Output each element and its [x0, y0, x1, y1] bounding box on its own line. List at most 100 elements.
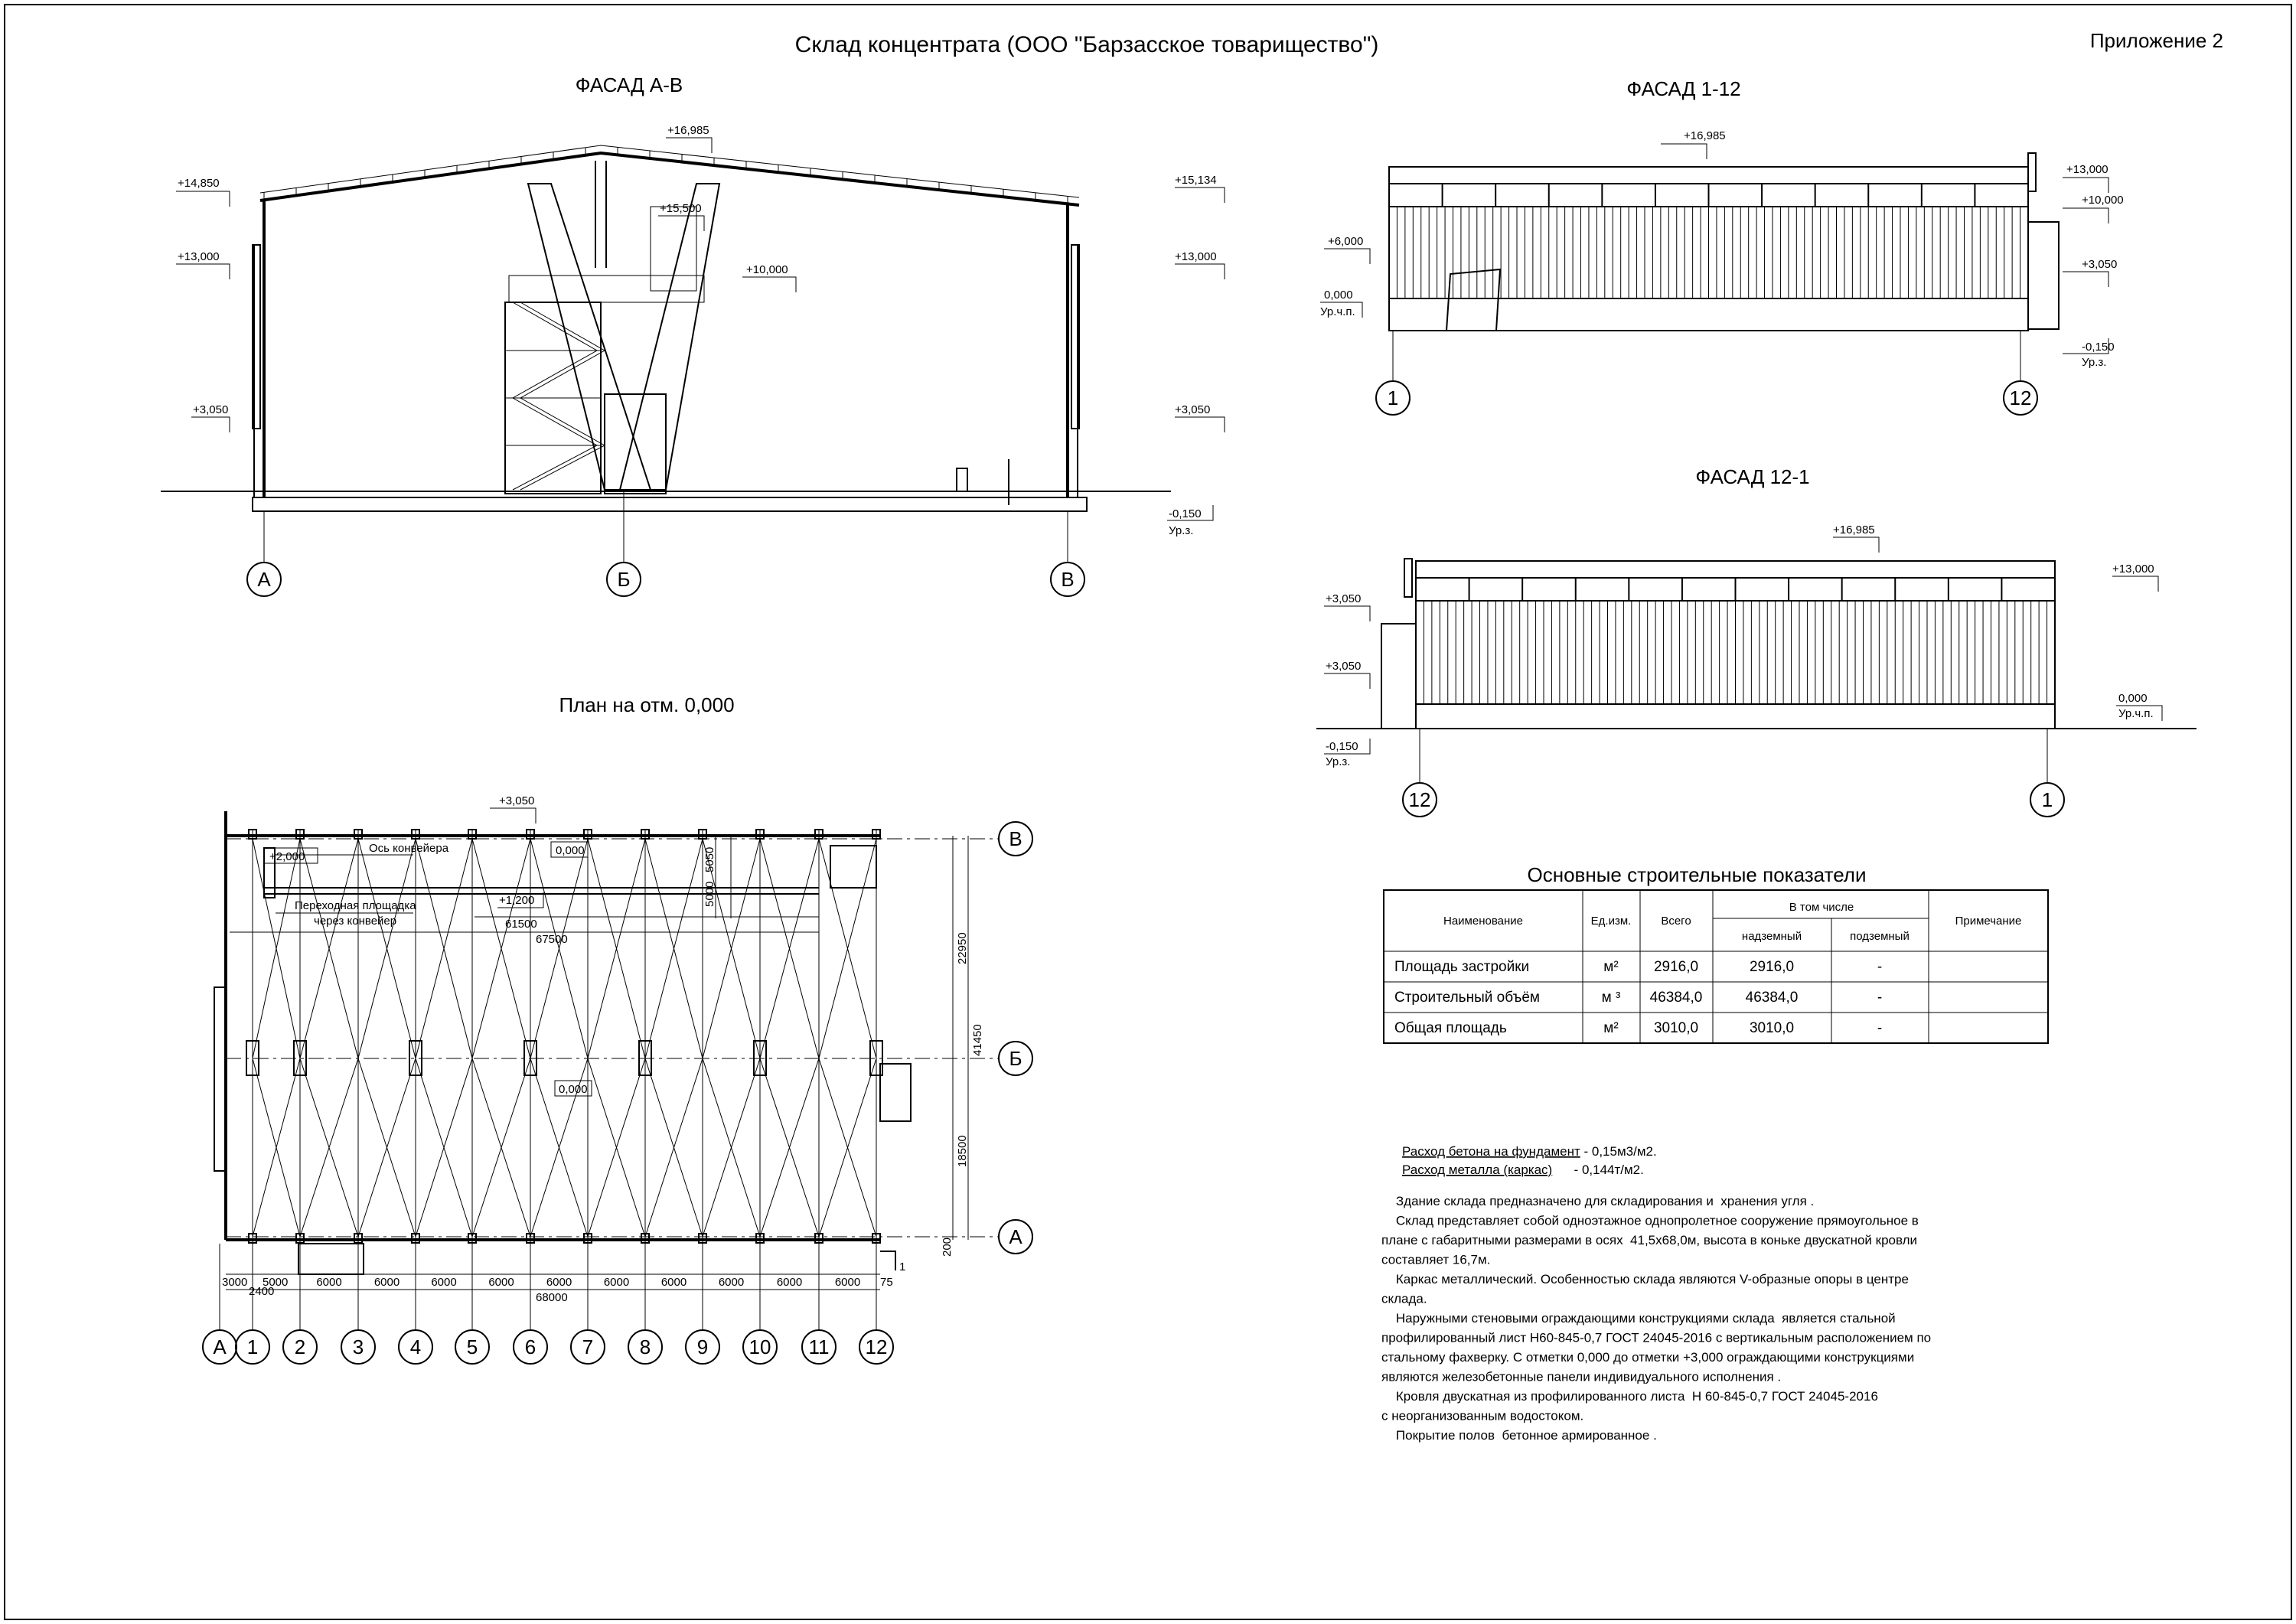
- av-axis-b: Б: [617, 568, 630, 591]
- plan-axis-label: А: [213, 1335, 227, 1358]
- ind-h-including: В том числе: [1789, 901, 1854, 914]
- plan-axis-label: 2: [295, 1335, 305, 1358]
- plan-span-label: 6000: [374, 1276, 400, 1289]
- plan-v-support: [293, 1040, 307, 1076]
- note-line: являются железобетонные панели индивидуа…: [1381, 1370, 1781, 1384]
- facade-12-1: ФАСАД 12-1 +16,985 +13,000 +3,050 +3,050…: [1316, 465, 2197, 817]
- f112-lvl-6: +10,000: [2082, 194, 2124, 207]
- plan-axis-label: 12: [866, 1335, 888, 1358]
- note-line: склада.: [1381, 1292, 1427, 1306]
- note-line: Покрытие полов бетонное армированное .: [1381, 1428, 1657, 1443]
- note-concrete: Расход бетона на фундамент - 0,15м3/м2.: [1402, 1144, 1657, 1159]
- f121-axis-12: 12: [1409, 788, 1431, 811]
- plan-axis-bubble: [282, 1329, 318, 1365]
- plan-axis-bubble: [455, 1329, 490, 1365]
- f112-lvl-1: +16,985: [1684, 129, 1726, 142]
- plan-dim-67500: 67500: [536, 933, 568, 946]
- plan-brace: [471, 838, 531, 1059]
- f112-lvl-8: -0,150: [2082, 341, 2115, 354]
- av-lvl-7: +15,134: [1175, 174, 1217, 187]
- plan-span-label: 6000: [546, 1276, 572, 1289]
- plan-brace: [252, 1058, 301, 1238]
- note-line: профилированный лист Н60-845-0,7 ГОСТ 24…: [1381, 1331, 1931, 1345]
- plan-transfer-2: через конвейер: [314, 915, 396, 928]
- av-lvl-9: +3,050: [1175, 403, 1210, 416]
- plan-axis-bubble: [341, 1329, 376, 1365]
- av-lvl-10: -0,150: [1169, 507, 1202, 520]
- plan-brace: [818, 1058, 877, 1238]
- note-concrete-label: Расход бетона на фундамент: [1402, 1144, 1580, 1159]
- f121-lvl-5: -0,150: [1326, 740, 1358, 753]
- ind-row-total: 3010,0: [1654, 1020, 1698, 1036]
- plan-dim-5050: 5050: [703, 847, 716, 872]
- plan-v-support: [869, 1040, 883, 1076]
- plan-conveyor-axis: Ось конвейера: [369, 842, 449, 855]
- plan-dim-5000: 5000: [263, 1276, 288, 1289]
- facade-12-1-title: ФАСАД 12-1: [1695, 465, 1809, 488]
- indicators-title: Основные строительные показатели: [1528, 863, 1867, 886]
- av-axis-a: А: [257, 568, 271, 591]
- note-concrete-value: - 0,15м3/м2.: [1580, 1144, 1657, 1159]
- plan-brace: [357, 1058, 416, 1238]
- plan-brace: [415, 1058, 473, 1238]
- notes-lines: Здание склада предназначено для складиро…: [1381, 1194, 1931, 1443]
- plan-column-bottom: [698, 1233, 707, 1244]
- plan-row-axes: ВБА: [998, 821, 1033, 1254]
- ind-h-unit: Ед.изм.: [1591, 915, 1632, 928]
- f112-lvl-7: +3,050: [2082, 258, 2117, 271]
- facade-1-12-title: ФАСАД 1-12: [1626, 77, 1740, 100]
- plan-span-label: 6000: [835, 1276, 860, 1289]
- ind-row-below: -: [1877, 990, 1882, 1006]
- plan-column-bottom: [248, 1233, 257, 1244]
- plan-column-bottom: [755, 1233, 765, 1244]
- f112-lvl-5: +13,000: [2066, 163, 2108, 176]
- plan-axis-bubble: [742, 1329, 778, 1365]
- ind-row-unit: м²: [1603, 959, 1618, 975]
- plan-lvl-0-top: 0,000: [556, 844, 585, 857]
- plan-axis-label: 5: [467, 1335, 478, 1358]
- f121-axis-1: 1: [2042, 788, 2053, 811]
- note-line: Кровля двускатная из профилированного ли…: [1381, 1389, 1878, 1404]
- plan-dim-200: 200: [941, 1238, 954, 1257]
- plan-column-bottom: [295, 1233, 305, 1244]
- ind-row-above: 3010,0: [1750, 1020, 1794, 1036]
- plan-axis-bubble: [513, 1329, 548, 1365]
- plan-column-bottom: [872, 1233, 881, 1244]
- plan-dim-41450: 41450: [971, 1024, 984, 1056]
- plan-lvl-0-mid: 0,000: [559, 1083, 588, 1096]
- plan-brace: [759, 838, 820, 1059]
- plan-brace: [702, 838, 761, 1059]
- ind-row-below: -: [1877, 1020, 1882, 1036]
- note-line: плане с габаритными размерами в осях 41,…: [1381, 1233, 1917, 1247]
- note-metal-value: - 0,144т/м2.: [1552, 1163, 1644, 1177]
- av-axis-v: В: [1061, 568, 1074, 591]
- plan-row-bubble: [998, 821, 1033, 856]
- plan-v-support: [523, 1040, 537, 1076]
- ind-row-above: 2916,0: [1750, 959, 1794, 975]
- f121-lvl-1: +16,985: [1833, 523, 1875, 536]
- ind-row-unit: м ³: [1602, 990, 1621, 1006]
- plan-dim-18500: 18500: [956, 1135, 969, 1167]
- note-metal: Расход металла (каркас) - 0,144т/м2.: [1402, 1163, 1644, 1177]
- f112-lvl-2: +6,000: [1328, 235, 1363, 248]
- plan-axis-label: 7: [582, 1335, 593, 1358]
- plan-brace: [415, 838, 473, 1059]
- ind-row-below: -: [1877, 959, 1882, 975]
- plan-span-label: 6000: [719, 1276, 744, 1289]
- ind-h-total: Всего: [1661, 915, 1691, 928]
- plan-axis-label: 3: [353, 1335, 364, 1358]
- plan-brace: [644, 1058, 703, 1238]
- note-metal-label: Расход металла (каркас): [1402, 1163, 1552, 1177]
- facade-av-title: ФАСАД А-В: [576, 73, 683, 96]
- f121-lvl-2: +13,000: [2112, 563, 2154, 576]
- ind-row-name: Общая площадь: [1394, 1020, 1507, 1036]
- av-lvl-6: +10,000: [746, 263, 788, 276]
- plan-brace: [759, 1058, 820, 1238]
- f121-lvl-6: Ур.з.: [1326, 755, 1350, 768]
- facade-1-12-ribs: [1396, 184, 2021, 298]
- sheet-frame: [4, 4, 2292, 1620]
- plan-lvl-2000: +2,000: [269, 850, 305, 863]
- plan-brace: [702, 1058, 761, 1238]
- f112-lvl-9: Ур.з.: [2082, 356, 2106, 369]
